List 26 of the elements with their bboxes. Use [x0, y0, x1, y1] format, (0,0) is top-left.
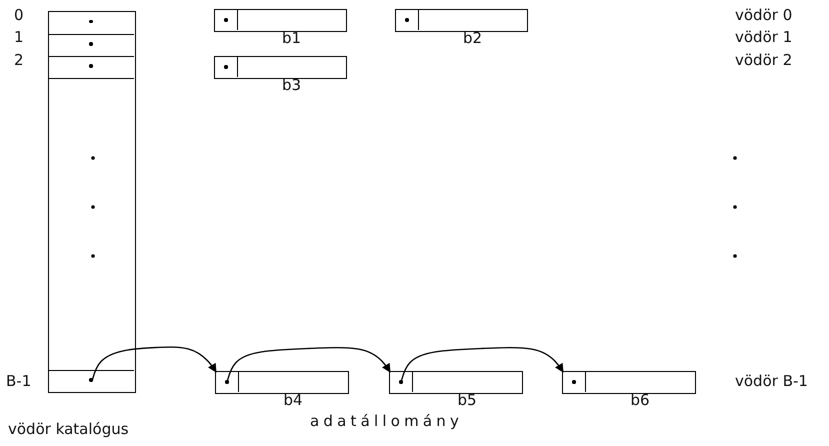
block-label: b6 — [629, 391, 651, 409]
bucket-label: vödör 0 — [735, 6, 792, 24]
pointer-arrow — [91, 346, 217, 382]
pointer-arrow — [226, 346, 391, 383]
data-block — [215, 371, 349, 394]
data-block — [562, 371, 696, 394]
index-label: B-1 — [6, 372, 32, 390]
caption: vödör katalógus — [8, 420, 129, 438]
pointer-arrow — [400, 346, 564, 383]
block-label: b5 — [456, 391, 478, 409]
index-label: 0 — [14, 6, 24, 24]
caption: adatállomány — [310, 412, 464, 430]
block-label: b4 — [282, 391, 304, 409]
index-label: 2 — [14, 51, 24, 69]
block-label: b3 — [280, 76, 302, 94]
index-label: 1 — [14, 28, 24, 46]
data-block — [214, 56, 347, 79]
directory-column — [48, 11, 136, 393]
data-block — [214, 9, 347, 32]
block-label: b1 — [280, 29, 302, 47]
block-label: b2 — [462, 29, 484, 47]
bucket-label: vödör 2 — [735, 51, 792, 69]
data-block — [389, 371, 523, 394]
bucket-label: vödör 1 — [735, 28, 792, 46]
data-block — [395, 9, 528, 32]
bucket-label: vödör B-1 — [735, 372, 808, 390]
